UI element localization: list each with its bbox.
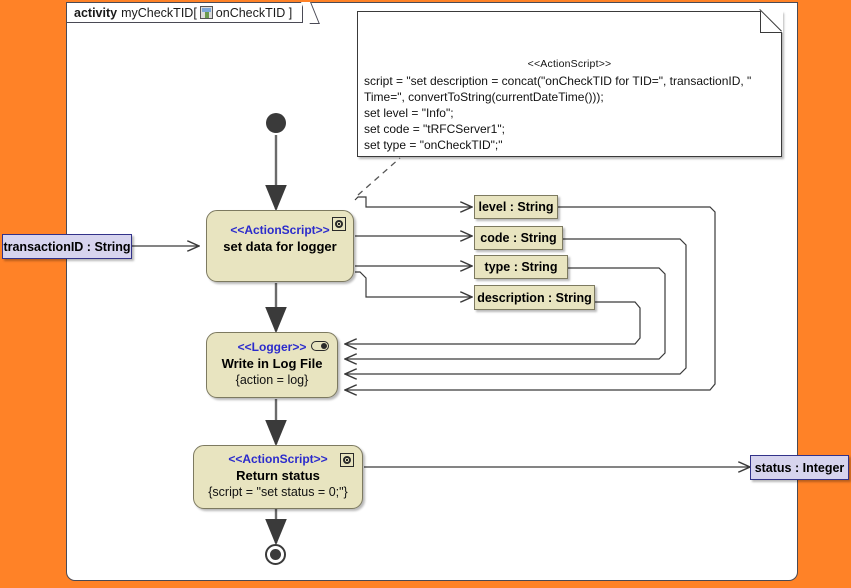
pin-type[interactable]: type : String	[474, 255, 568, 279]
actionscript-note: <<ActionScript>> script = "set descripti…	[357, 10, 783, 157]
script-icon	[340, 453, 354, 467]
action-write-in-log-file[interactable]: <<Logger>> Write in Log File {action = l…	[206, 332, 338, 398]
activity-param-icon	[199, 6, 213, 19]
frame-keyword: activity	[74, 5, 118, 20]
frame-param: onCheckTID ]	[215, 5, 293, 20]
pin-code[interactable]: code : String	[474, 226, 563, 250]
frame-name: myCheckTID[	[121, 5, 197, 20]
action-set-data-for-logger[interactable]: <<ActionScript>> set data for logger	[206, 210, 354, 282]
initial-node	[266, 113, 286, 133]
activity-final-node	[265, 544, 286, 565]
note-body: <<ActionScript>> script = "set descripti…	[358, 56, 781, 153]
pin-level[interactable]: level : String	[474, 195, 558, 219]
return-status-label: Return status	[236, 468, 320, 483]
script-icon	[332, 217, 346, 231]
note-stereotype: <<ActionScript>>	[527, 58, 612, 70]
pin-description[interactable]: description : String	[474, 285, 595, 310]
set-data-stereotype: <<ActionScript>>	[230, 223, 330, 237]
logger-stereotype: <<Logger>>	[237, 340, 307, 354]
return-status-property: {script = "set status = 0;"}	[208, 485, 348, 499]
note-line-4: set code = "tRFCServer1";	[364, 122, 505, 136]
set-data-label: set data for logger	[223, 239, 337, 254]
note-line-2: Time=", convertToString(currentDateTime(…	[364, 90, 604, 104]
logger-label: Write in Log File	[221, 356, 323, 371]
action-return-status[interactable]: <<ActionScript>> Return status {script =…	[193, 445, 363, 509]
logger-icon	[311, 341, 329, 351]
note-fold-corner	[760, 10, 783, 33]
note-line-3: set level = "Info";	[364, 106, 454, 120]
logger-property: {action = log}	[235, 373, 309, 387]
activity-parameter-transactionid[interactable]: transactionID : String	[2, 234, 132, 259]
activity-parameter-status[interactable]: status : Integer	[750, 455, 849, 480]
note-line-5: set type = "onCheckTID";"	[364, 138, 503, 152]
return-status-stereotype: <<ActionScript>>	[228, 452, 328, 466]
note-line-1: script = "set description = concat("onCh…	[364, 74, 752, 88]
